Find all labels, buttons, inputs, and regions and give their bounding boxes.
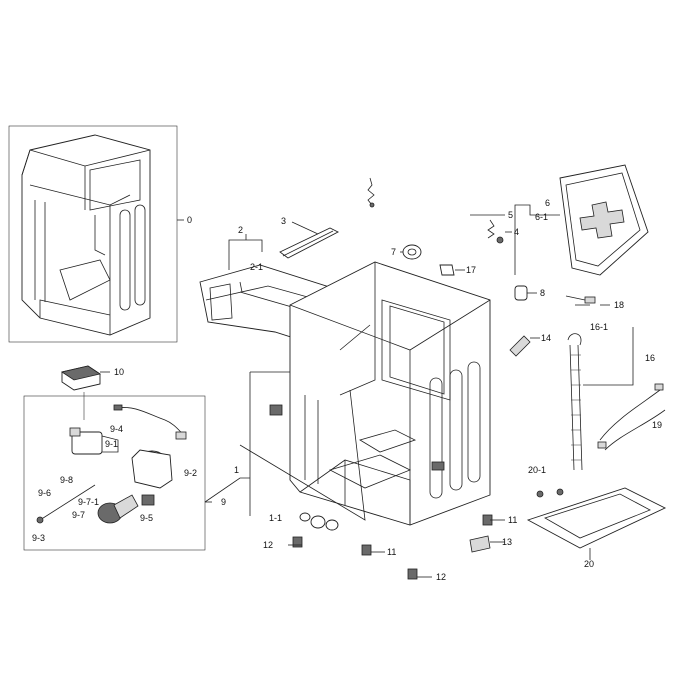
callout-6-1: 6-1 [535, 212, 548, 222]
callout-5: 5 [508, 210, 513, 220]
callout-11-a: 11 [387, 547, 396, 557]
callout-2: 2 [238, 225, 243, 235]
part-7-knob [402, 244, 422, 260]
part-13-handle [469, 535, 491, 553]
callout-1-1: 1-1 [269, 513, 282, 523]
callout-12-b: 12 [436, 572, 446, 582]
callout-9-8: 9-8 [60, 475, 73, 485]
cabinet-feet [292, 512, 493, 580]
main-cabinet [249, 261, 491, 526]
part-3-top-bracket [279, 221, 339, 259]
callout-4: 4 [514, 227, 519, 237]
callout-16-1: 16-1 [590, 322, 608, 332]
callout-9-2: 9-2 [184, 468, 197, 478]
part-17-fitting [439, 264, 455, 276]
leader-lines [204, 204, 610, 578]
callout-1: 1 [234, 465, 239, 475]
part-18-connector [565, 295, 596, 304]
part-20-base-plate [526, 487, 667, 549]
callout-11-b: 11 [508, 515, 517, 525]
callout-19: 19 [652, 420, 662, 430]
callout-9-5: 9-5 [140, 513, 153, 523]
callout-8: 8 [540, 288, 545, 298]
callout-14: 14 [541, 333, 551, 343]
part-6-lid [559, 164, 649, 276]
callout-10: 10 [114, 367, 124, 377]
callout-9-6: 9-6 [38, 488, 51, 498]
callout-9-7-1: 9-7-1 [78, 497, 99, 507]
callout-9-1: 9-1 [105, 439, 118, 449]
part-4-clip [496, 236, 504, 244]
callout-18: 18 [614, 300, 624, 310]
part-10-pump-cover [61, 365, 110, 420]
callout-6: 6 [545, 198, 550, 208]
callout-16: 16 [645, 353, 655, 363]
part-19-wire-harness [597, 383, 666, 451]
callout-12-a: 12 [263, 540, 273, 550]
callout-2-1: 2-1 [250, 262, 263, 272]
cabinet-assembly-inset [8, 125, 184, 343]
callout-9-3: 9-3 [32, 533, 45, 543]
part-5-spring [367, 177, 495, 239]
callout-7: 7 [391, 247, 396, 257]
callout-3: 3 [281, 216, 286, 226]
part-16-hose [567, 327, 634, 471]
callout-9: 9 [221, 497, 226, 507]
callout-17: 17 [466, 265, 476, 275]
callout-labels: 0 1 1-1 2 2-1 3 4 5 6 6-1 7 8 9 9-1 9-2 … [32, 198, 662, 582]
callout-9-7: 9-7 [72, 510, 85, 520]
callout-13: 13 [502, 537, 512, 547]
part-14-valve [509, 335, 531, 357]
part-8-sensor [514, 285, 528, 301]
callout-20: 20 [584, 559, 594, 569]
callout-0: 0 [187, 215, 192, 225]
callout-9-4: 9-4 [110, 424, 123, 434]
drain-pump-inset [23, 395, 212, 551]
callout-20-1: 20-1 [528, 465, 546, 475]
